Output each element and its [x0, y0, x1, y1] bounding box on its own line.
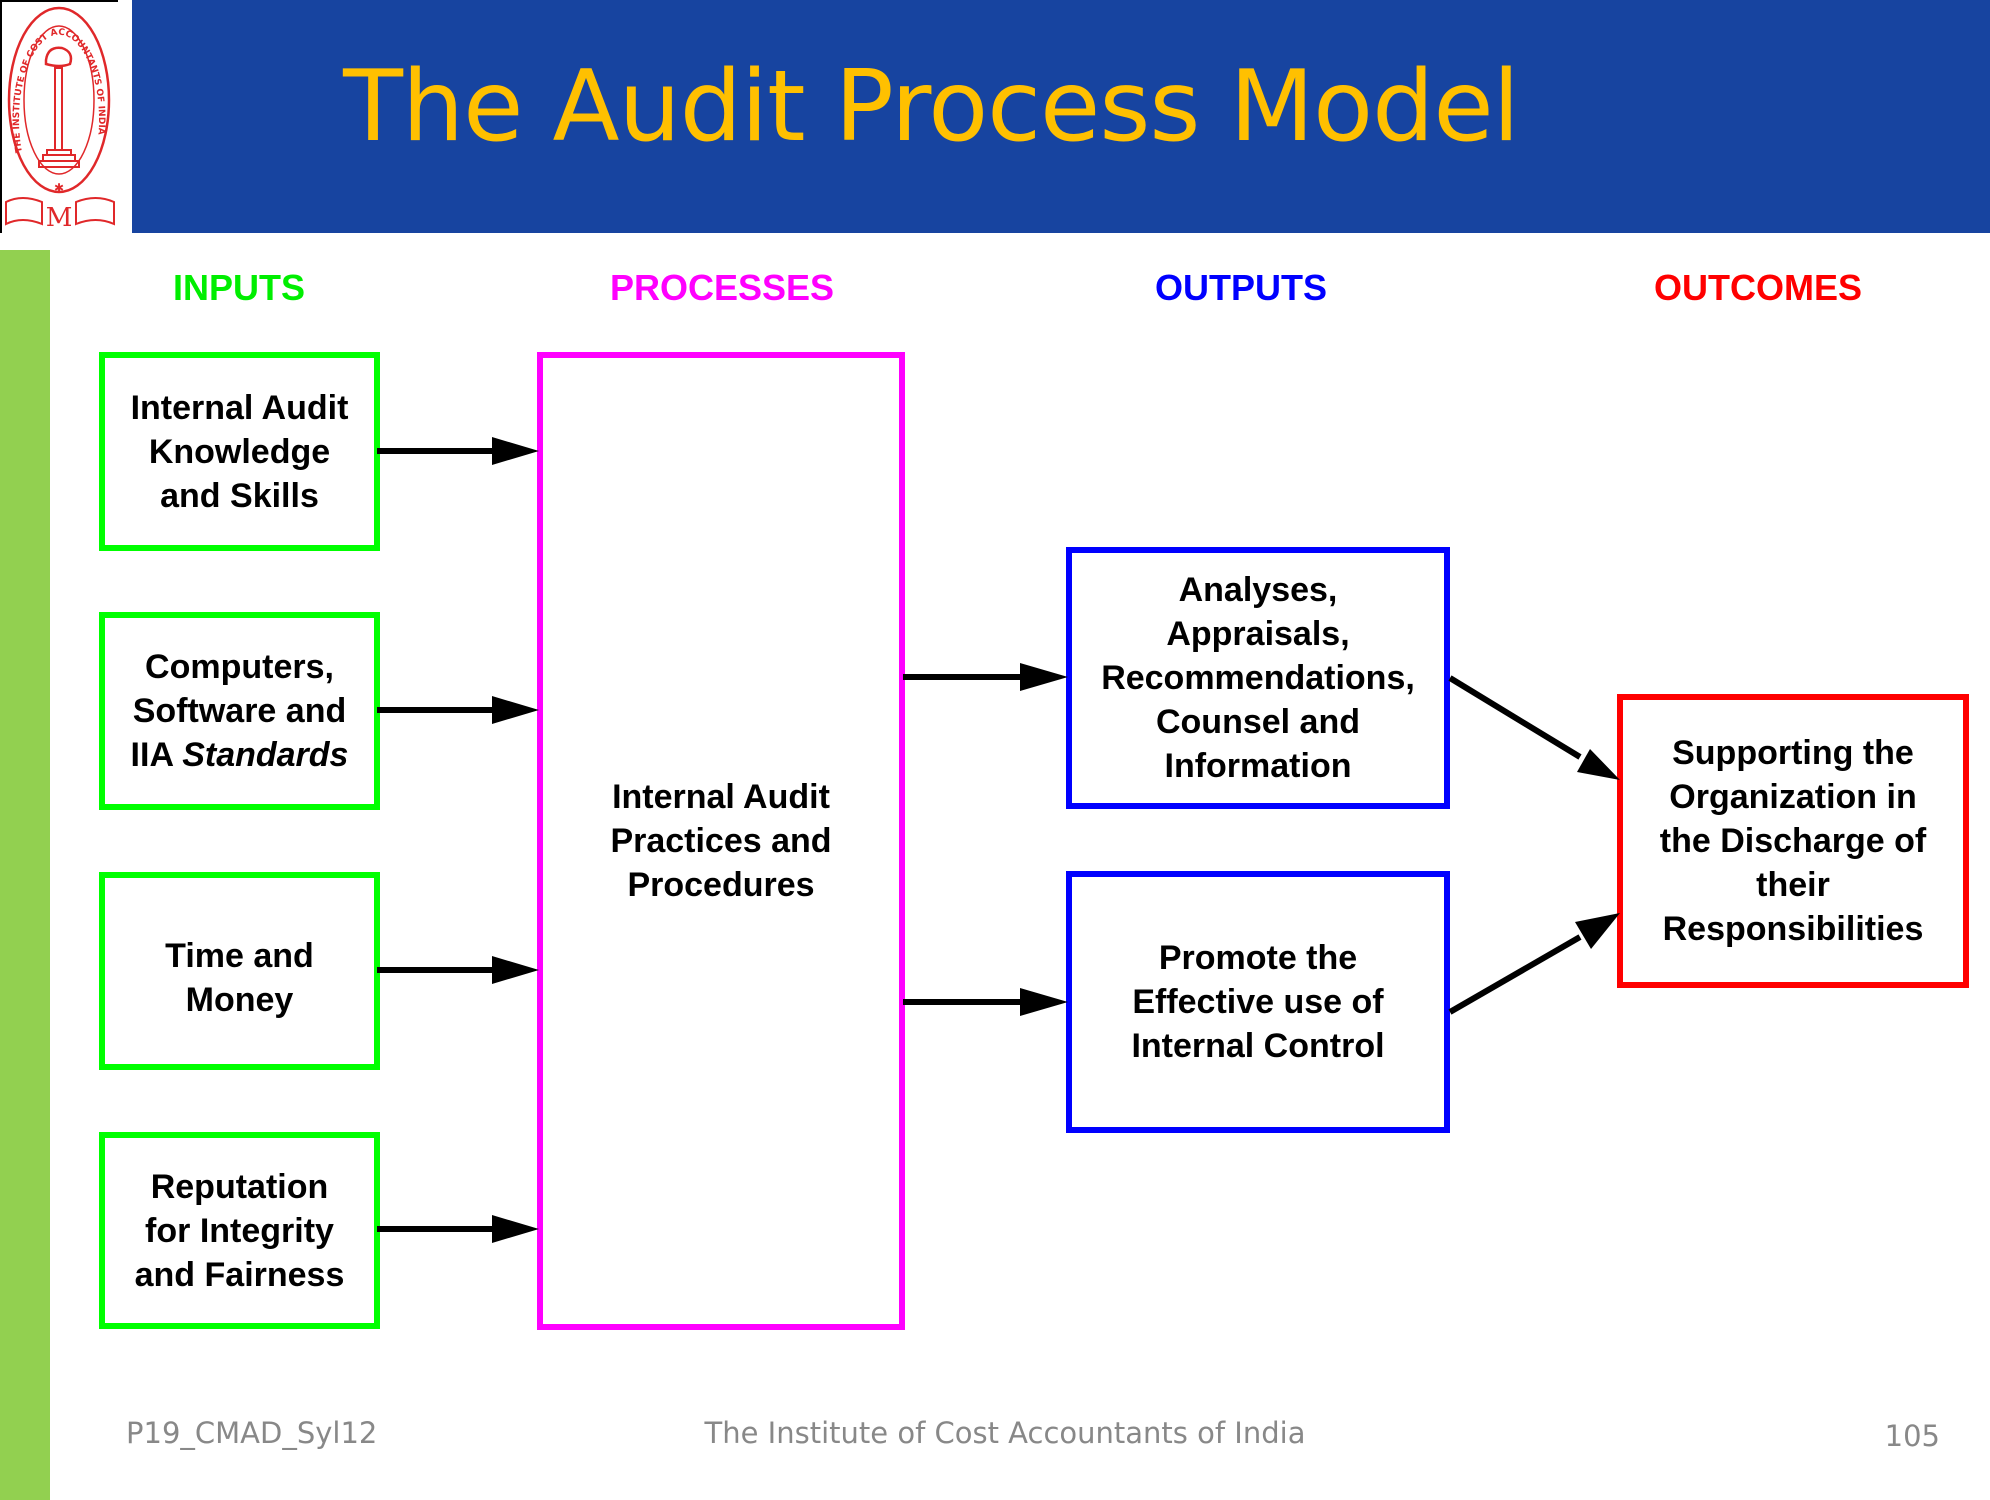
logo-emblem-icon: ✱ M THE INSTITUTE OF COST ACCOUNTANTS OF… — [5, 6, 115, 233]
input-box-time-money: Time and Money — [99, 872, 380, 1070]
outcome-text-line: Responsibilities — [1662, 910, 1924, 948]
input-box-reputation: Reputation for Integrity and Fairness — [99, 1132, 380, 1329]
input-text-line: and Skills — [160, 476, 319, 515]
input-text-plain: IIA — [130, 736, 183, 774]
output-text-line: Counsel and — [1155, 703, 1361, 741]
input-box-knowledge-skills: Internal Audit Knowledge and Skills — [99, 352, 380, 551]
column-heading-outcomes: OUTCOMES — [1653, 267, 1862, 308]
input-text-line: Time and — [165, 937, 314, 975]
page-title: The Audit Process Model — [343, 50, 1520, 164]
input-to-process-arrows — [377, 437, 539, 1243]
output-text-line: Recommendations, — [1101, 659, 1415, 697]
input-text-line: Internal Audit — [130, 388, 349, 427]
arrowhead-icon — [1020, 988, 1068, 1016]
column-heading-inputs: INPUTS — [172, 267, 305, 308]
process-text-line: Internal Audit — [612, 778, 830, 816]
arrow-output-2-to-outcome — [1448, 934, 1582, 1015]
arrowhead-icon — [492, 1215, 539, 1243]
arrowhead-icon — [492, 437, 539, 465]
svg-text:✱: ✱ — [54, 181, 64, 195]
input-text-line: Reputation — [150, 1167, 329, 1206]
arrow-output-1-to-outcome — [1448, 675, 1582, 760]
process-box-practices-procedures: Internal Audit Practices and Procedures — [537, 352, 905, 1330]
arrowhead-icon — [1020, 663, 1068, 691]
arrowhead-icon — [1575, 913, 1620, 949]
input-text-line: Knowledge — [148, 432, 331, 471]
outcome-text-line: Supporting the — [1672, 734, 1914, 772]
outcome-text-line: Organization in — [1669, 778, 1917, 816]
arrowhead-icon — [492, 956, 539, 984]
input-box-computers-software-standards: Computers, Software and IIA Standards — [99, 612, 380, 810]
left-accent-bar — [0, 250, 50, 1500]
svg-text:M: M — [46, 203, 73, 233]
output-text-line: Effective use of — [1132, 983, 1384, 1021]
arrowhead-icon — [1577, 749, 1620, 780]
output-box-internal-control: Promote the Effective use of Internal Co… — [1066, 871, 1450, 1133]
output-to-outcome-arrows — [1448, 675, 1620, 1015]
input-text-line: IIA Standards — [131, 733, 349, 777]
footer-course-code: P19_CMAD_Syl12 — [126, 1416, 378, 1450]
outcome-text-line: the Discharge of — [1659, 822, 1927, 860]
input-text-line: Computers, — [145, 648, 334, 686]
column-heading-processes: PROCESSES — [609, 267, 835, 308]
outcome-text-line: their — [1756, 866, 1830, 904]
input-text-italic-standards: Standards — [182, 736, 349, 774]
input-text-line: Software and — [132, 692, 347, 730]
arrowhead-icon — [492, 696, 539, 724]
page-number: 105 — [1884, 1419, 1940, 1453]
process-text-line: Procedures — [627, 866, 815, 904]
output-text-line: Promote the — [1158, 939, 1358, 977]
process-text-line: Practices and — [610, 822, 832, 860]
column-heading-outputs: OUTPUTS — [1154, 267, 1327, 308]
title-banner: The Audit Process Model — [132, 0, 1990, 233]
input-text-line: Money — [185, 981, 294, 1019]
output-text-line: Appraisals, — [1166, 615, 1350, 653]
output-box-analyses: Analyses, Appraisals, Recommendations, C… — [1066, 547, 1450, 809]
outcome-box-supporting-organization: Supporting the Organization in the Disch… — [1617, 694, 1969, 988]
process-to-output-arrows — [903, 663, 1068, 1016]
input-text-line: and Fairness — [134, 1255, 345, 1294]
output-text-line: Information — [1164, 747, 1352, 785]
output-text-line: Internal Control — [1131, 1027, 1385, 1065]
footer-institute-name: The Institute of Cost Accountants of Ind… — [704, 1416, 1306, 1450]
output-text-line: Analyses, — [1178, 571, 1338, 609]
input-text-line: for Integrity — [145, 1211, 334, 1250]
institute-logo: ✱ M THE INSTITUTE OF COST ACCOUNTANTS OF… — [0, 0, 118, 233]
